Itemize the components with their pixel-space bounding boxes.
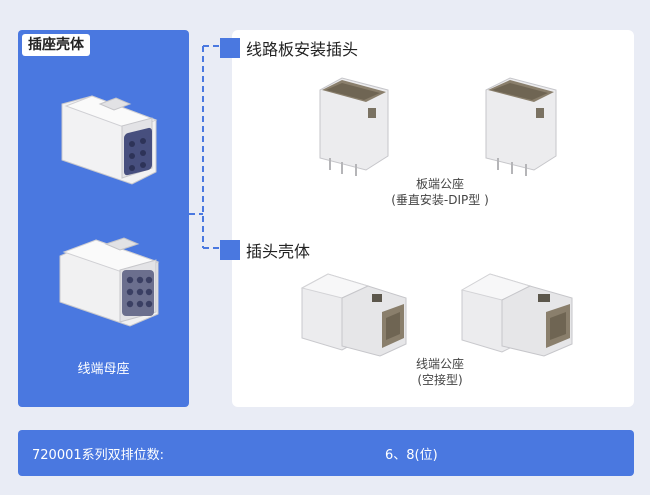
pcb-connector-caption: 板端公座 (垂直安装-DIP型 ): [380, 176, 500, 208]
section-plug-housing-header: 插头壳体: [220, 238, 310, 262]
socket-housing-panel: 插座壳体 线端母座: [18, 30, 189, 407]
pcb-connector-caption-line2: (垂直安装-DIP型 ): [391, 193, 489, 207]
series-positions-label: 720001系列双排位数:: [32, 448, 165, 463]
female-connector-image-2: [59, 237, 160, 327]
male-plug-caption-line2: (空接型): [417, 373, 463, 387]
female-connector-caption: 线端母座: [77, 362, 130, 377]
male-plug-caption: 线端公座 (空接型): [380, 356, 500, 388]
pcb-connector-image-1: [319, 77, 389, 176]
series-positions-value: 6、8(位): [385, 448, 438, 463]
male-plug-image-2: [460, 273, 573, 357]
square-bullet-icon: [220, 240, 240, 260]
pcb-connector-image-2: [485, 77, 557, 176]
section-pcb-plug-header: 线路板安装插头: [220, 36, 358, 60]
pcb-connector-caption-line1: 板端公座: [415, 177, 464, 191]
male-plug-image-1: [300, 273, 407, 357]
tree-connector-lines: [189, 45, 219, 249]
male-plug-caption-line1: 线端公座: [415, 357, 464, 371]
section-plug-housing-title: 插头壳体: [246, 242, 311, 261]
socket-housing-title: 插座壳体: [22, 34, 90, 56]
female-connector-image-1: [61, 95, 158, 185]
section-pcb-plug-title: 线路板安装插头: [246, 40, 359, 59]
square-bullet-icon: [220, 38, 240, 58]
series-positions-bar: 720001系列双排位数: 6、8(位): [18, 430, 634, 476]
